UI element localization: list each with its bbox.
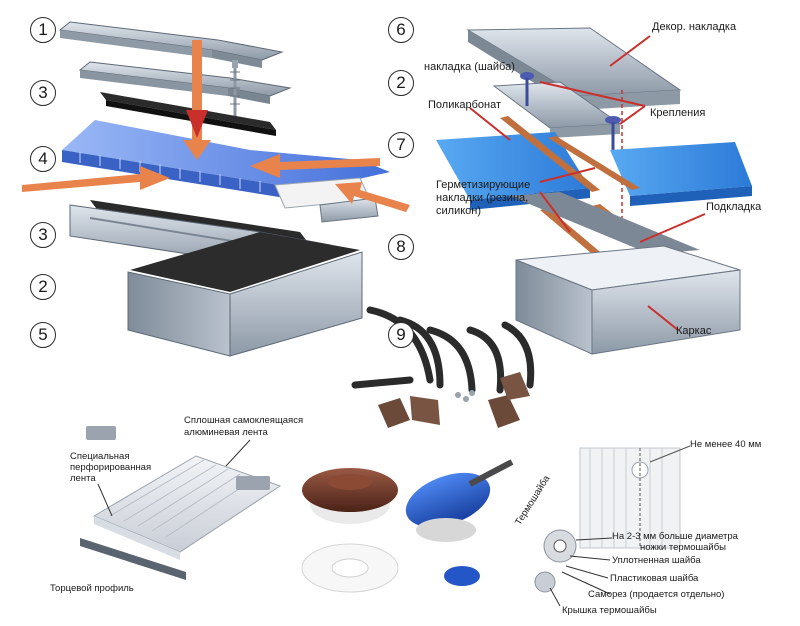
callout-2: 2 [388,70,414,96]
label-diam-2: ножки термошайбы [640,542,726,553]
label-perf-tape-3: лента [70,473,96,484]
washer-spec-diagram [534,445,691,607]
label-plastic-washer: Пластиковая шайба [610,573,699,584]
underlay [510,192,700,254]
frame-box [515,245,741,355]
label-frame: Каркас [676,325,712,337]
callout-6: 6 [388,17,414,43]
label-solid-tape-2: алюминевая лента [184,427,268,438]
leader-lines [469,35,706,331]
callout-8: 8 [388,234,414,260]
label-sealing-1: Герметизирующие [436,179,531,191]
arrow-orange-icon [22,40,410,212]
label-sealing-3: силикон) [436,205,481,217]
callout-9: 9 [388,322,414,348]
frame-beam [127,232,363,357]
arrow-red-icon [186,110,208,138]
callout-4: 4 [30,146,56,172]
callout-3b: 3 [30,222,56,248]
label-cap: Крышка термошайбы [562,605,657,616]
label-diam-1: На 2-3 мм больше диаметра [612,531,738,542]
panel-with-tapes [80,426,282,580]
label-polycarbonate: Поликарбонат [428,99,502,111]
callout-2b: 2 [30,274,56,300]
label-washer-cover: накладка (шайба) [424,61,515,73]
label-min-40: Не менее 40 мм [690,439,762,450]
thermo-washer-icon [301,459,514,593]
label-seal-washer: Уплотненная шайба [612,555,701,566]
label-perf-tape-1: Специальная [70,451,130,462]
top-cover-profile [58,21,284,68]
right-assembly [436,27,752,355]
callout-5: 5 [30,322,56,348]
label-screw: Саморез (продается отдельно) [588,589,725,600]
polycarbonate-sheet-right [610,142,752,206]
screw-icon [230,60,240,118]
tape-sample-2 [236,476,270,490]
callout-7: 7 [388,132,414,158]
left-assembly [22,21,410,357]
arc-profile-icon [351,306,535,394]
bracket-icon [378,372,530,428]
label-end-profile: Торцевой профиль [50,583,134,594]
screw-icon [520,72,623,240]
end-profile-piece [274,177,379,223]
label-fasteners: Крепления [650,107,706,119]
label-perf-tape-2: перфорированная [70,462,152,473]
label-decor: Декор. накладка [652,21,737,33]
label-sealing-2: накладки (резина, [436,192,529,204]
callout-1: 1 [30,17,56,43]
label-underlay: Подкладка [706,201,762,213]
tape-sample-1 [86,426,116,440]
callout-3: 3 [30,80,56,106]
label-solid-tape-1: Сплошная самоклеящаяся [184,415,304,426]
